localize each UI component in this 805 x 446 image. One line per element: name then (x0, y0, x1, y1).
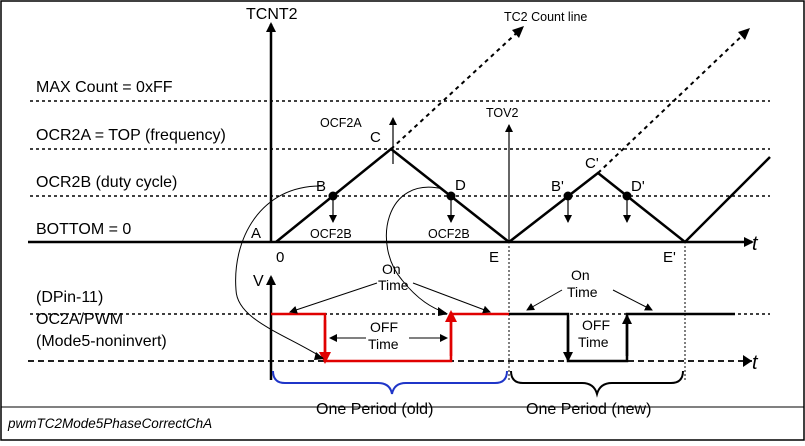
point-b2-dot (563, 191, 573, 201)
point-b-dot (328, 191, 338, 201)
counter-waveform (275, 147, 771, 244)
v-axis-label: V (253, 273, 264, 290)
off-label-old: OFF (370, 319, 398, 335)
mapping-curve-d (385, 186, 447, 314)
mapping-curve-d-arrow (438, 307, 448, 316)
period-new-label: One Period (new) (526, 401, 651, 418)
duty-label: OCR2B (duty cycle) (36, 174, 177, 191)
on-time-label-new: Time (567, 284, 598, 300)
point-e2-label: E' (663, 249, 676, 266)
pwm-label-pin: (DPin-11) (36, 289, 103, 306)
period-old-label: One Period (old) (316, 401, 433, 418)
on-arrow-right-new (612, 289, 653, 311)
count-line-1 (390, 27, 523, 150)
on-arrow-left-new (526, 289, 563, 311)
point-d-label: D (455, 177, 466, 194)
bottom-label: BOTTOM = 0 (36, 221, 131, 238)
caption: pwmTC2Mode5PhaseCorrectChA (7, 416, 212, 431)
point-b2-label: B' (551, 178, 564, 195)
point-c-label: C (370, 129, 381, 146)
mapping-curve-b-arrow (314, 352, 324, 360)
ocf2a-label: OCF2A (320, 116, 362, 130)
point-d-dot (446, 191, 456, 201)
on-time-label-old: Time (378, 277, 409, 293)
pwm-label-mode: (Mode5-noninvert) (36, 333, 167, 350)
pwm-waveform-new (509, 312, 735, 363)
ocf2b-label-1: OCF2B (310, 227, 352, 241)
pwm-waveform-old (271, 312, 509, 363)
period-brace-old (272, 370, 508, 395)
point-b-label: B (316, 178, 326, 195)
t-label-bottom: t (752, 352, 759, 374)
origin-label: 0 (276, 249, 284, 266)
pwm-label-name: OC2A/PWM (36, 311, 123, 328)
t-label-top: t (752, 233, 759, 255)
point-a-label: A (251, 225, 261, 242)
on-arrow-left-old (289, 282, 378, 314)
off-time-label-new: Time (578, 334, 609, 350)
point-d2-label: D' (631, 178, 645, 195)
y-axis-label: TCNT2 (246, 6, 298, 23)
point-d2-dot (622, 191, 632, 201)
top-label: OCR2A = TOP (frequency) (36, 127, 226, 144)
mapping-curve-b (235, 185, 324, 359)
max-count-label: MAX Count = 0xFF (36, 79, 173, 96)
on-label-new: On (571, 267, 590, 283)
tov2-label: TOV2 (486, 106, 518, 120)
count-line-1-arrow (512, 26, 524, 38)
off-time-label-old: Time (368, 336, 399, 352)
period-brace-new (510, 370, 684, 398)
on-arrow-right-old (412, 282, 491, 314)
on-label-old: On (382, 261, 401, 277)
count-line-2-arrow (738, 28, 750, 40)
time-axis-bottom-arrow (743, 355, 752, 367)
off-label-new: OFF (582, 317, 610, 333)
count-line-label: TC2 Count line (504, 10, 587, 24)
ocf2b-label-2: OCF2B (428, 227, 470, 241)
count-line-2 (597, 31, 747, 174)
point-c2-label: C' (585, 155, 599, 172)
point-e-label: E (489, 249, 499, 266)
